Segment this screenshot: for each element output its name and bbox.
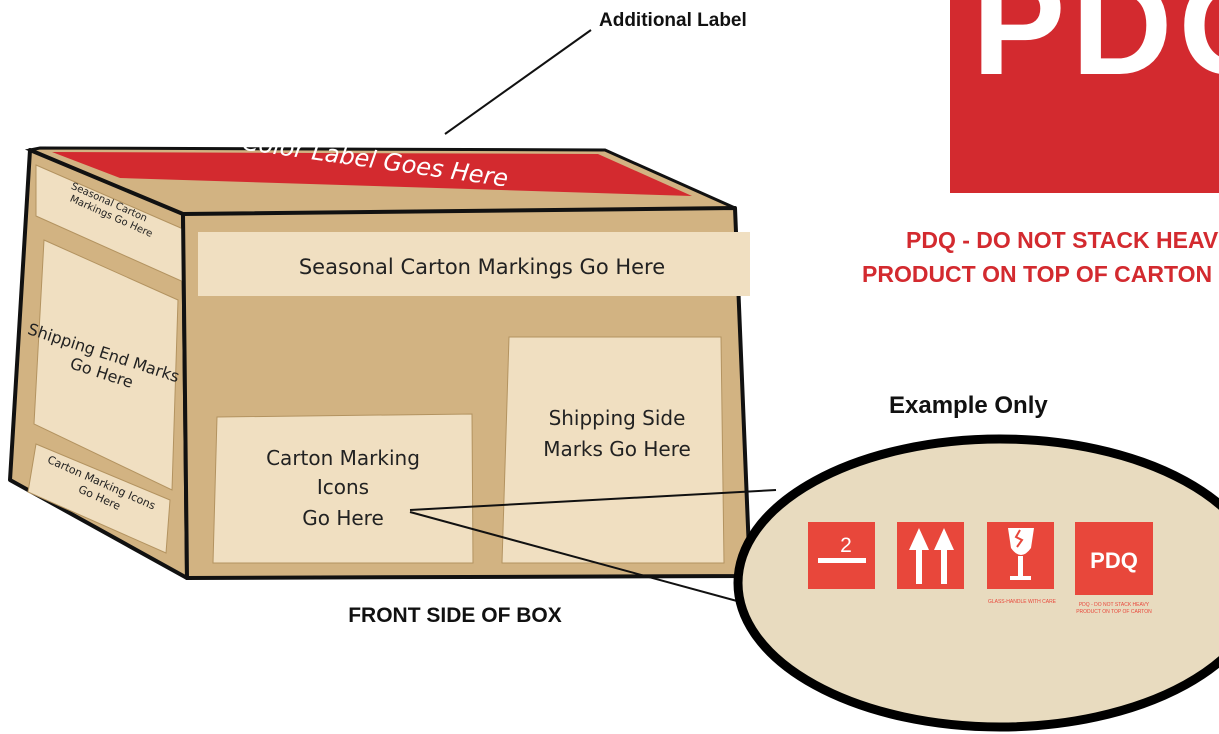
carton-icons-line-2: Icons — [317, 475, 369, 499]
magnifier-ellipse — [733, 434, 1219, 732]
box-top-face: Color Label Goes Here — [24, 128, 736, 216]
additional-label-leader-line — [444, 29, 592, 135]
box-end-face: Seasonal Carton Markings Go Here Shippin… — [8, 148, 191, 580]
example-only-label: Example Only — [889, 392, 1048, 419]
pdq-icon-label: PDQ — [1090, 548, 1138, 573]
stack-limit-icon: 2 — [808, 522, 875, 589]
pdq-warning-line-2: PRODUCT ON TOP OF CARTON — [862, 261, 1212, 287]
fragile-caption: GLASS-HANDLE WITH CARE — [988, 599, 1057, 605]
color-label-area — [52, 152, 692, 196]
shipping-side-line-2: Marks Go Here — [543, 437, 691, 461]
fragile-glass-icon: GLASS-HANDLE WITH CARE — [987, 522, 1057, 605]
pdq-icon-caption-2: PRODUCT ON TOP OF CARTON — [1076, 609, 1152, 615]
additional-label-text: Additional Label — [599, 10, 747, 31]
carton-icons-panel — [212, 413, 474, 564]
pdq-warning-line-1: PDQ - DO NOT STACK HEAVY — [906, 227, 1219, 253]
front-seasonal-panel — [198, 232, 750, 296]
pdq-icon-caption-1: PDQ - DO NOT STACK HEAVY — [1079, 602, 1150, 608]
carton-icons-line-1: Carton Marking — [266, 446, 420, 470]
pdq-big-logo-background — [950, 0, 1219, 193]
front-seasonal-text: Seasonal Carton Markings Go Here — [299, 255, 665, 279]
zoom-callout-line-lower — [409, 511, 749, 605]
shipping-end-panel — [33, 239, 179, 491]
box-front-face: Seasonal Carton Markings Go Here Carton … — [181, 206, 752, 580]
carton-icons-line-3: Go Here — [302, 506, 384, 530]
zoom-callout-line-upper — [409, 489, 777, 511]
stack-limit-number: 2 — [840, 534, 852, 557]
side-icons-panel — [27, 443, 171, 554]
shipping-side-panel — [501, 336, 725, 564]
pdq-big-logo: PDQ — [950, 0, 1219, 193]
this-way-up-icon — [897, 522, 964, 589]
front-side-caption: FRONT SIDE OF BOX — [348, 604, 562, 627]
pdq-big-logo-text: PDQ — [972, 0, 1219, 104]
pdq-icon: PDQ PDQ - DO NOT STACK HEAVY PRODUCT ON … — [1075, 522, 1153, 615]
shipping-side-line-1: Shipping Side — [549, 406, 686, 430]
